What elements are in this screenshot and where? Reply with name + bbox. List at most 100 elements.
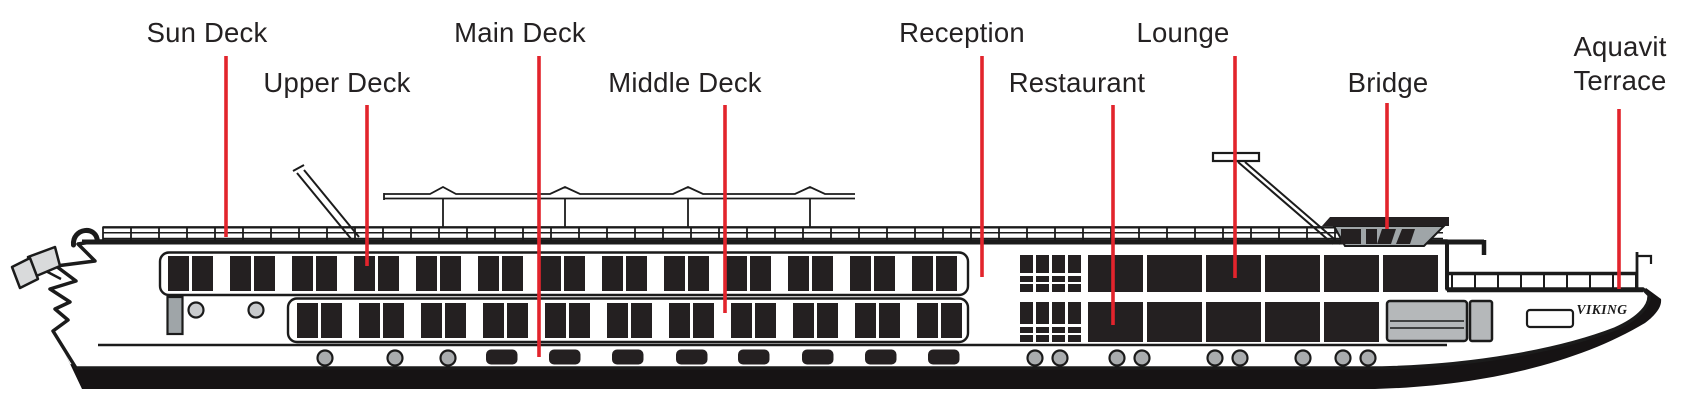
middle-deck-windows [297, 303, 962, 338]
large-window [1265, 302, 1320, 342]
hull-window [549, 349, 581, 365]
cabin-window [478, 256, 499, 291]
cabin-window [607, 303, 628, 338]
large-window [1383, 255, 1438, 292]
cabin-window [440, 256, 461, 291]
cabin-window [416, 256, 437, 291]
lattice-pane [1068, 327, 1081, 333]
lattice-pane [1052, 284, 1065, 292]
lattice-pane [1052, 302, 1065, 324]
cabin-window [507, 303, 528, 338]
lattice-pane [1068, 335, 1081, 342]
cabin-window [793, 303, 814, 338]
large-window [1324, 255, 1379, 292]
lattice-pane [1068, 276, 1081, 282]
lattice-pane [1036, 276, 1049, 282]
lattice-pane [1020, 255, 1033, 273]
hull-window [802, 349, 834, 365]
stern-mast [1211, 151, 1341, 245]
cabin-window [817, 303, 838, 338]
cabin-window [731, 303, 752, 338]
cabin-window [936, 256, 957, 291]
cabin-window [292, 256, 313, 291]
cabin-window [321, 303, 342, 338]
hull-window [486, 349, 518, 365]
large-window [1147, 302, 1202, 342]
sun-deck-railing [102, 226, 1443, 241]
hull-window [738, 349, 770, 365]
lattice-pane [1052, 276, 1065, 282]
porthole [1334, 349, 1352, 367]
cabin-window [297, 303, 318, 338]
label-restaurant: Restaurant [1008, 67, 1146, 98]
lattice-pane [1036, 284, 1049, 292]
cabin-window [812, 256, 833, 291]
cabin-window [545, 303, 566, 338]
cabin-window [502, 256, 523, 291]
reception-grid-windows [1020, 255, 1081, 342]
cabin-window [192, 256, 213, 291]
lattice-pane [1020, 284, 1033, 292]
hull-windows-portholes [316, 349, 1377, 367]
lattice-pane [1052, 327, 1065, 333]
cabin-window [230, 256, 251, 291]
cabin-window [602, 256, 623, 291]
lattice-pane [1068, 302, 1081, 324]
upper-deck-windows [168, 256, 957, 291]
porthole [1026, 349, 1044, 367]
ship-name: VIKING [1576, 302, 1627, 317]
lattice-pane [1036, 335, 1049, 342]
cabin-window [912, 256, 933, 291]
lattice-pane [1020, 335, 1033, 342]
lattice-pane [1068, 255, 1081, 273]
sun-deck-awning [383, 185, 855, 228]
label-bridge: Bridge [1347, 67, 1429, 98]
cabin-window [941, 303, 962, 338]
bow-curl [71, 228, 100, 248]
cabin-window [569, 303, 590, 338]
cabin-window [359, 303, 380, 338]
label-aquavit-terrace: Aquavit Terrace [1573, 31, 1667, 96]
lattice-pane [1036, 302, 1049, 324]
hull-window [865, 349, 897, 365]
cabin-window [540, 256, 561, 291]
bow-mast [292, 164, 360, 241]
cabin-window [254, 256, 275, 291]
porthole [1231, 349, 1249, 367]
lattice-pane [1068, 284, 1081, 292]
stern-lifeboat [1385, 299, 1494, 343]
cabin-window [669, 303, 690, 338]
cabin-window [755, 303, 776, 338]
porthole [1108, 349, 1126, 367]
cabin-window [855, 303, 876, 338]
cabin-window [383, 303, 404, 338]
lattice-pane [1052, 255, 1065, 273]
porthole [1206, 349, 1224, 367]
porthole [439, 349, 457, 367]
large-window [1147, 255, 1202, 292]
cabin-window [421, 303, 442, 338]
porthole [1294, 349, 1312, 367]
porthole [1051, 349, 1069, 367]
porthole [316, 349, 334, 367]
cabin-window [850, 256, 871, 291]
large-window [1088, 302, 1143, 342]
porthole [1133, 349, 1151, 367]
stern-panel [1525, 308, 1575, 329]
large-window [1088, 255, 1143, 292]
cabin-window [688, 256, 709, 291]
cabin-window [378, 256, 399, 291]
large-window [1265, 255, 1320, 292]
cabin-porthole [247, 301, 265, 319]
cabin-window [354, 256, 375, 291]
cabin-window [664, 256, 685, 291]
cabin-window [483, 303, 504, 338]
label-main-deck: Main Deck [454, 17, 586, 48]
lattice-pane [1020, 302, 1033, 324]
cabin-window [874, 256, 895, 291]
cabin-window [693, 303, 714, 338]
lattice-pane [1052, 335, 1065, 342]
cabin-window [917, 303, 938, 338]
lattice-pane [1036, 255, 1049, 273]
cabin-window [445, 303, 466, 338]
